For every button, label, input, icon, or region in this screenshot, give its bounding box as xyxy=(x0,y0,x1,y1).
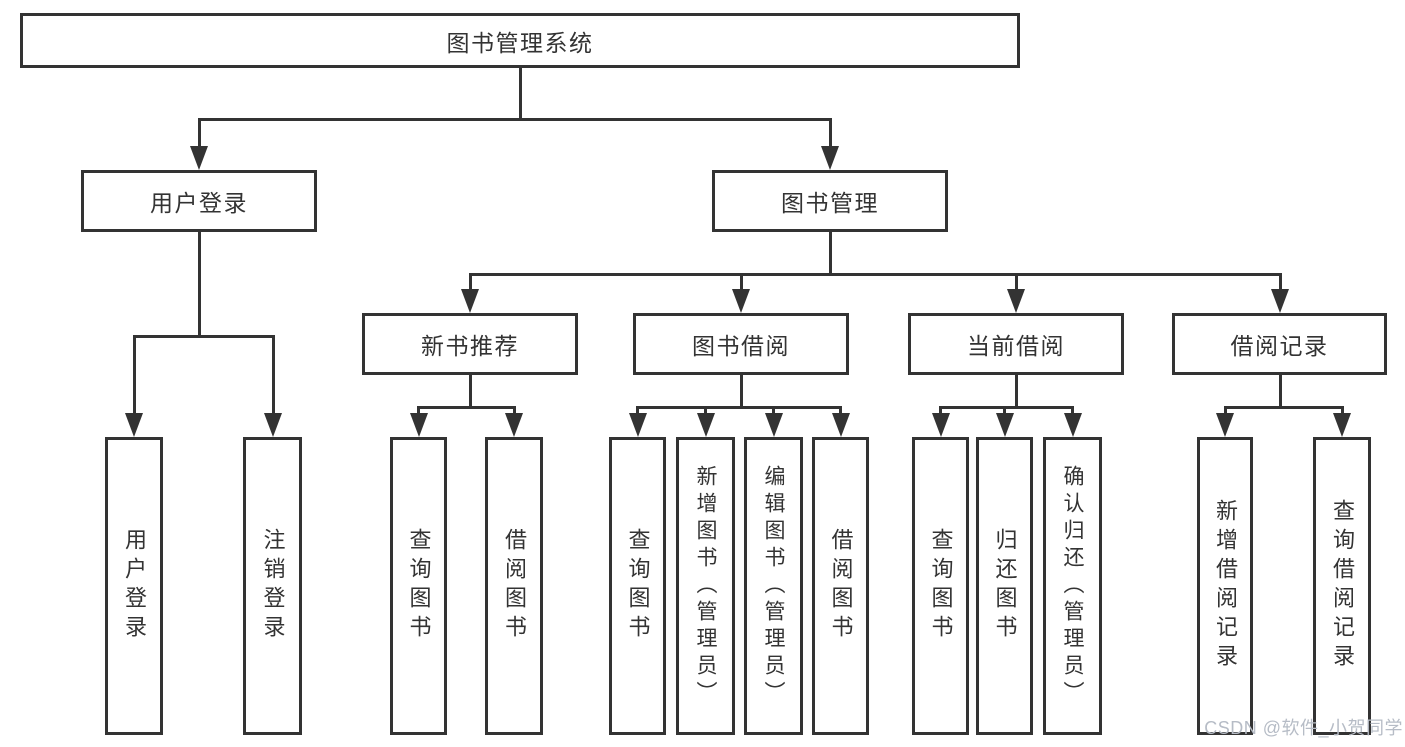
connector-section-stem xyxy=(1278,375,1282,406)
arrowhead-icon xyxy=(821,146,839,170)
arrowhead-icon xyxy=(1007,289,1025,313)
arrowhead-icon xyxy=(696,413,715,437)
leaf-logout: 注销登录 xyxy=(243,437,302,735)
connector-drop xyxy=(417,406,420,416)
connector-root-rail xyxy=(197,118,831,121)
arrowhead-icon xyxy=(995,413,1014,437)
arrowhead-icon xyxy=(732,289,750,313)
arrowhead-icon xyxy=(764,413,783,437)
leaf-records-add-record: 新增借阅记录 xyxy=(1197,437,1253,735)
connector-drop xyxy=(1223,406,1227,416)
leaf-borrow-query-books: 查询图书 xyxy=(609,437,666,735)
connector-book-stem xyxy=(828,232,832,273)
connector-book-rail xyxy=(468,273,1282,276)
connector-drop xyxy=(739,273,743,290)
leaf-borrow-edit-books-admin: 编辑图书（管理员） xyxy=(744,437,803,735)
arrowhead-icon xyxy=(931,413,950,437)
leaf-rec-query-books: 查询图书 xyxy=(390,437,447,735)
connector-drop xyxy=(1003,406,1006,416)
connector-section-stem xyxy=(1014,375,1018,406)
connector-drop xyxy=(1014,273,1018,290)
connector-section-rail xyxy=(1223,406,1344,409)
connector-drop xyxy=(828,118,832,150)
arrowhead-icon xyxy=(461,289,479,313)
connector-drop xyxy=(1340,406,1344,416)
leaf-current-return-books: 归还图书 xyxy=(976,437,1033,735)
node-current-borrow: 当前借阅 xyxy=(908,313,1124,375)
connector-section-rail xyxy=(636,406,841,409)
connector-section-rail xyxy=(939,406,1074,409)
arrowhead-icon xyxy=(1063,413,1082,437)
connector-drop xyxy=(468,273,472,290)
connector-drop xyxy=(271,335,275,417)
node-new-book-rec: 新书推荐 xyxy=(362,313,578,375)
connector-drop xyxy=(512,406,516,416)
arrowhead-icon xyxy=(831,413,850,437)
node-borrow-records: 借阅记录 xyxy=(1172,313,1387,375)
leaf-current-query-books: 查询图书 xyxy=(912,437,969,735)
connector-drop xyxy=(132,335,136,417)
watermark: CSDN @软件_小贺同学 xyxy=(1204,718,1403,738)
leaf-records-query-record: 查询借阅记录 xyxy=(1313,437,1371,735)
arrowhead-icon xyxy=(505,413,523,437)
leaf-borrow-borrow-books: 借阅图书 xyxy=(812,437,869,735)
connector-root-stem xyxy=(518,68,522,118)
arrowhead-icon xyxy=(1216,413,1234,437)
arrowhead-icon xyxy=(190,146,208,170)
arrowhead-icon xyxy=(1271,289,1289,313)
connector-drop xyxy=(939,406,942,416)
node-book-mgmt: 图书管理 xyxy=(712,170,948,232)
node-root: 图书管理系统 xyxy=(20,13,1020,68)
connector-user-rail xyxy=(132,335,275,338)
arrowhead-icon xyxy=(264,413,282,437)
connector-user-stem xyxy=(197,232,201,335)
connector-section-stem xyxy=(739,375,743,406)
arrowhead-icon xyxy=(125,413,143,437)
leaf-current-confirm-return-admin: 确认归还（管理员） xyxy=(1043,437,1102,735)
connector-drop xyxy=(197,118,201,150)
connector-drop xyxy=(839,406,842,416)
node-book-borrow: 图书借阅 xyxy=(633,313,849,375)
connector-drop xyxy=(704,406,707,416)
node-user-login: 用户登录 xyxy=(81,170,317,232)
leaf-user-login: 用户登录 xyxy=(105,437,163,735)
arrowhead-icon xyxy=(628,413,647,437)
leaf-borrow-add-books-admin: 新增图书（管理员） xyxy=(676,437,735,735)
connector-section-stem xyxy=(468,375,472,406)
leaf-rec-borrow-books: 借阅图书 xyxy=(485,437,543,735)
connector-drop xyxy=(772,406,775,416)
connector-drop xyxy=(636,406,639,416)
arrowhead-icon xyxy=(409,413,428,437)
connector-drop xyxy=(1071,406,1074,416)
connector-section-rail xyxy=(417,406,515,409)
connector-drop xyxy=(1278,273,1282,290)
arrowhead-icon xyxy=(1333,413,1351,437)
